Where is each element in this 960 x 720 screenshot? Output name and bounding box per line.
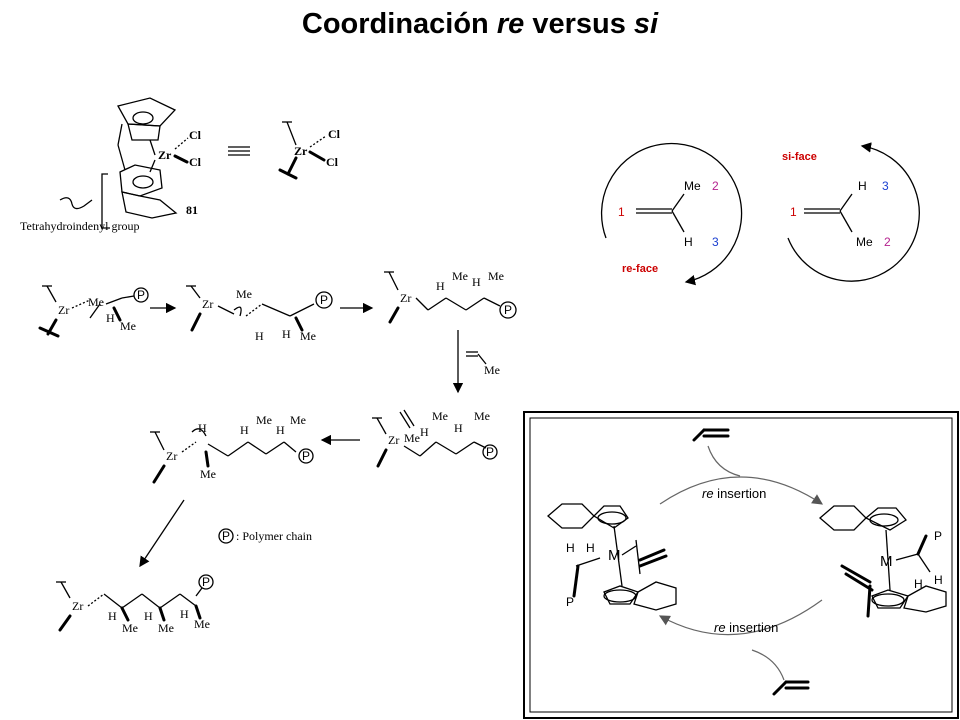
svg-text:Me: Me xyxy=(404,431,420,445)
svg-text:H: H xyxy=(858,179,867,193)
svg-text:H: H xyxy=(436,279,445,293)
catalyst-zr-label: Zr xyxy=(158,148,172,162)
polymer-chain-legend: : Polymer chain xyxy=(236,529,312,543)
svg-text:H: H xyxy=(586,541,595,555)
right-metallocene: M P H H xyxy=(819,505,947,618)
svg-text:H: H xyxy=(282,327,291,341)
re-face-diagram: Me H 1 2 3 re-face xyxy=(600,142,743,286)
svg-text:Me: Me xyxy=(300,329,316,343)
svg-text:H: H xyxy=(914,577,923,591)
insertion-cycle-box: re insertion re insertion M H H P xyxy=(523,411,959,719)
svg-text:Me: Me xyxy=(256,413,272,427)
mechanism-step-3: Zr H Me H Me P xyxy=(384,269,517,324)
mechanism-step-6: Zr H Me H Me H Me P xyxy=(56,574,214,635)
svg-text:Me: Me xyxy=(684,179,701,193)
svg-text:P: P xyxy=(566,595,574,609)
svg-text:Me: Me xyxy=(474,409,490,423)
svg-text:2: 2 xyxy=(884,235,891,249)
svg-text:H: H xyxy=(934,573,943,587)
svg-text:P: P xyxy=(934,529,942,543)
svg-text:Me: Me xyxy=(88,295,104,309)
re-insertion-top-label: re insertion xyxy=(702,486,766,501)
polymer-chain-p-circle xyxy=(218,528,234,544)
svg-text:P: P xyxy=(137,288,145,302)
svg-text:P: P xyxy=(302,449,310,463)
left-metallocene: M H H P xyxy=(547,503,677,611)
svg-text:Zr: Zr xyxy=(202,297,213,311)
mechanism-step-4: Zr Me H Me H Me P xyxy=(372,409,498,468)
svg-text:H: H xyxy=(276,423,285,437)
svg-text:H: H xyxy=(180,607,189,621)
svg-text:Zr: Zr xyxy=(72,599,83,613)
svg-text:1: 1 xyxy=(618,205,625,219)
svg-text:Zr: Zr xyxy=(166,449,177,463)
svg-text:P: P xyxy=(202,575,210,589)
re-insertion-bottom-label: re insertion xyxy=(714,620,778,635)
svg-text:H: H xyxy=(144,609,153,623)
svg-text:H: H xyxy=(454,421,463,435)
catalyst-cl-label-1: Cl xyxy=(189,128,202,142)
svg-text:H: H xyxy=(198,421,207,435)
svg-text:Me: Me xyxy=(432,409,448,423)
svg-text:P: P xyxy=(486,445,494,459)
mechanism-step-5: Zr H Me H Me H Me P xyxy=(150,413,314,484)
svg-text:P: P xyxy=(320,293,328,307)
catalyst-cl-label-2: Cl xyxy=(189,155,202,169)
svg-text:H: H xyxy=(106,311,115,325)
svg-text:Me: Me xyxy=(290,413,306,427)
si-face-diagram: H Me 1 3 2 si-face xyxy=(782,142,920,282)
simplified-zr-label: Zr xyxy=(294,144,308,158)
svg-text:Me: Me xyxy=(452,269,468,283)
svg-text:Me: Me xyxy=(236,287,252,301)
tetrahydroindenyl-label: Tetrahydroindenyl group xyxy=(20,219,139,233)
svg-text:H: H xyxy=(566,541,575,555)
svg-text:Me: Me xyxy=(488,269,504,283)
mechanism-step-1: Zr Me P H Me xyxy=(38,285,149,338)
svg-text:3: 3 xyxy=(882,179,889,193)
svg-text:H: H xyxy=(684,235,693,249)
svg-text:M: M xyxy=(608,547,621,564)
mechanism-step-2: Zr Me H P H Me xyxy=(186,285,333,343)
svg-text:Me: Me xyxy=(484,363,500,377)
svg-text:Me: Me xyxy=(122,621,138,635)
svg-text:Me: Me xyxy=(194,617,210,631)
si-face-label: si-face xyxy=(782,151,817,163)
svg-text:H: H xyxy=(108,609,117,623)
svg-text:Me: Me xyxy=(856,235,873,249)
compound-number: 81 xyxy=(186,203,198,217)
svg-text:Me: Me xyxy=(120,319,136,333)
re-face-label: re-face xyxy=(622,263,658,275)
simplified-cl-label-2: Cl xyxy=(326,155,339,169)
svg-text:1: 1 xyxy=(790,205,797,219)
svg-text:Zr: Zr xyxy=(400,291,411,305)
page-title: Coordinación re versus si xyxy=(301,8,659,40)
svg-text:Me: Me xyxy=(158,621,174,635)
svg-text:H: H xyxy=(420,425,429,439)
svg-text:H: H xyxy=(472,275,481,289)
svg-text:P: P xyxy=(222,529,230,543)
svg-text:2: 2 xyxy=(712,179,719,193)
svg-text:M: M xyxy=(880,553,893,570)
catalyst-structure: Zr Cl Cl Tetrahydroindenyl group 81 Zr C… xyxy=(20,97,341,233)
svg-text:H: H xyxy=(255,329,264,343)
svg-text:3: 3 xyxy=(712,235,719,249)
arrow-step-5-6 xyxy=(139,499,185,568)
svg-text:Me: Me xyxy=(200,467,216,481)
simplified-cl-label-1: Cl xyxy=(328,127,341,141)
svg-text:P: P xyxy=(504,303,512,317)
svg-text:Zr: Zr xyxy=(388,433,399,447)
svg-text:H: H xyxy=(240,423,249,437)
svg-text:Zr: Zr xyxy=(58,303,69,317)
